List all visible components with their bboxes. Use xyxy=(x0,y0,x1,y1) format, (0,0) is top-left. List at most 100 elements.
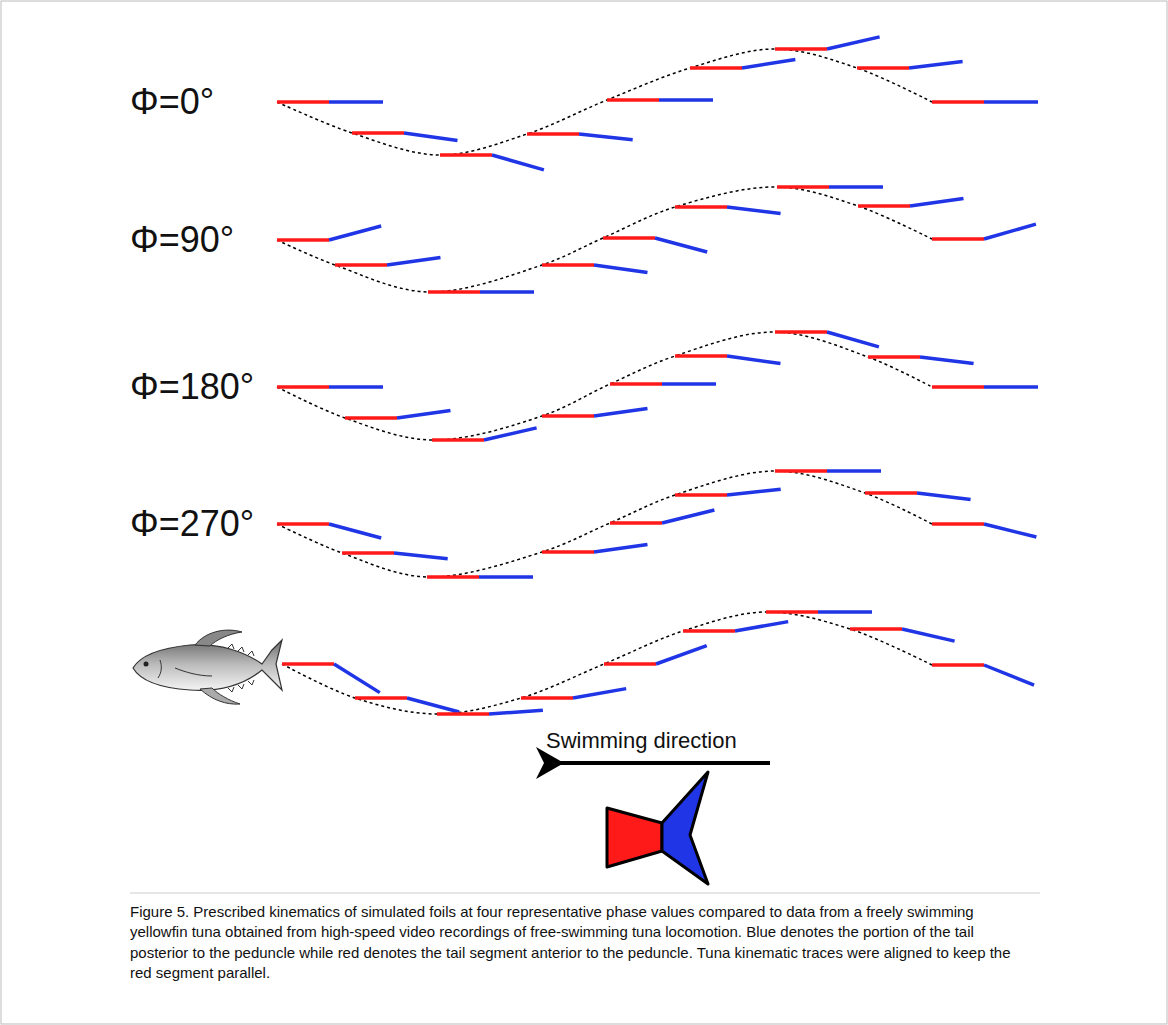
foil xyxy=(352,133,457,141)
trajectory-dashed xyxy=(277,332,932,440)
trajectory-dashed xyxy=(277,49,932,155)
tail-segment xyxy=(827,37,880,49)
peduncle-segment xyxy=(610,382,662,386)
foil xyxy=(775,37,880,49)
peduncle-segment xyxy=(277,385,329,389)
kinematic-row xyxy=(277,471,1036,577)
peduncle-segment xyxy=(683,629,735,633)
tail-segment xyxy=(735,622,788,631)
tuna-gill xyxy=(158,660,161,678)
tail-segment xyxy=(387,257,440,265)
direction-arrow xyxy=(556,761,770,765)
tail-segment xyxy=(662,510,714,523)
foil xyxy=(675,489,781,495)
tail-segment xyxy=(910,198,963,206)
peduncle-segment xyxy=(766,610,818,614)
tail-segment xyxy=(920,357,974,364)
tuna-dorsal-fin xyxy=(195,630,242,646)
tail-segment xyxy=(829,185,883,189)
tail-segment xyxy=(407,698,459,712)
peduncle-segment xyxy=(542,414,594,418)
foil xyxy=(527,134,633,140)
peduncle-segment xyxy=(521,696,573,700)
tuna-illustration xyxy=(133,630,282,704)
phase-label: Φ=180° xyxy=(130,369,254,405)
text-holder: Φ=0° xyxy=(130,84,214,120)
tail-segment xyxy=(818,610,872,614)
peduncle-segment xyxy=(850,627,902,631)
peduncle-segment xyxy=(857,66,909,70)
peduncle-segment xyxy=(352,131,404,135)
peduncle-segment xyxy=(277,238,329,242)
foil xyxy=(932,102,1038,103)
text-holder: Φ=180° xyxy=(130,369,254,405)
peduncle-segment xyxy=(345,416,397,420)
peduncle-segment xyxy=(607,98,659,102)
foil xyxy=(440,155,544,170)
peduncle-segment xyxy=(775,47,827,51)
tail-segment xyxy=(329,385,383,389)
trajectory-dashed xyxy=(282,612,932,714)
tail-segment xyxy=(329,524,381,538)
tail-segment xyxy=(984,524,1036,537)
peduncle-segment xyxy=(440,153,492,157)
foil xyxy=(675,207,781,214)
text-holder: Swimming direction xyxy=(546,730,737,752)
kinematic-row xyxy=(277,187,1036,292)
tail-segment xyxy=(492,155,544,170)
peduncle-segment xyxy=(675,493,727,497)
phase-label: Φ=90° xyxy=(130,222,234,258)
foil xyxy=(521,689,626,698)
peduncle-segment xyxy=(865,491,917,495)
peduncle-segment xyxy=(282,662,334,666)
foil xyxy=(277,226,381,240)
foil xyxy=(542,408,647,416)
text-holder: Figure 5. Prescribed kinematics of simul… xyxy=(130,902,1030,983)
tail-segment xyxy=(594,408,647,416)
peduncle-segment xyxy=(277,522,329,526)
caption-rule xyxy=(130,893,1040,894)
tail-segment xyxy=(579,134,633,140)
peduncle-segment xyxy=(335,263,387,267)
tuna-anal-fin xyxy=(200,688,240,704)
foil xyxy=(932,224,1036,239)
tail-fin-icon xyxy=(662,772,708,884)
foil-rows xyxy=(277,37,1038,714)
tail-segment xyxy=(917,493,971,500)
foil xyxy=(428,292,534,293)
foil xyxy=(775,471,881,472)
foil xyxy=(865,493,971,500)
foil xyxy=(355,698,459,712)
tail-segment xyxy=(329,100,383,104)
peduncle-segment xyxy=(932,663,984,667)
kinematic-row xyxy=(282,612,1034,714)
foil xyxy=(345,410,450,418)
peduncle-segment xyxy=(775,330,827,334)
tail-segment xyxy=(742,60,795,68)
peduncle-segment xyxy=(932,385,984,389)
peduncle-segment xyxy=(603,236,655,240)
foil xyxy=(542,544,647,552)
tail-segment xyxy=(489,710,543,714)
foil xyxy=(610,384,716,385)
foil xyxy=(603,238,707,252)
text-holder: Φ=270° xyxy=(130,506,254,542)
foil xyxy=(427,577,533,578)
tail-segment xyxy=(827,332,879,347)
foil xyxy=(932,524,1036,537)
figure-caption: Figure 5. Prescribed kinematics of simul… xyxy=(130,902,1030,983)
peduncle-segment xyxy=(858,204,910,208)
peduncle-icon xyxy=(607,808,662,867)
peduncle-segment xyxy=(932,237,984,241)
foil xyxy=(857,61,963,68)
trajectory-dashed xyxy=(277,187,932,292)
tail-segment xyxy=(984,665,1034,685)
peduncle-segment xyxy=(868,355,920,359)
tail-segment xyxy=(594,544,647,552)
peduncle-segment xyxy=(675,205,727,209)
tail-segment xyxy=(727,207,781,214)
foil xyxy=(766,612,872,613)
peduncle-segment xyxy=(604,662,656,666)
text-holder: Φ=90° xyxy=(130,222,234,258)
